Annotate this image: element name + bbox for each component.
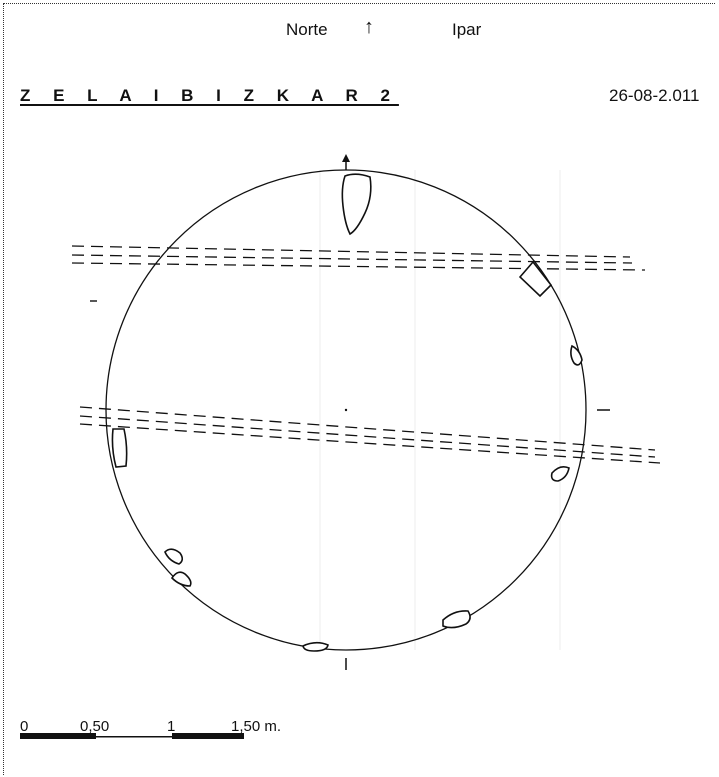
- stone-southeast: [442, 610, 471, 629]
- stone-southeast-small: [550, 466, 570, 482]
- upper-track-lines: [71, 245, 646, 271]
- ipar-label: Ipar: [452, 20, 482, 39]
- site-title: Z E L A I B I Z K A R 2: [20, 86, 399, 105]
- stone-south: [302, 641, 329, 652]
- stones: [111, 173, 583, 652]
- lower-track-lines: [79, 406, 661, 464]
- scan-lines: [319, 170, 561, 650]
- scale-label-0: 0: [20, 718, 29, 735]
- scale-segment-3: [172, 733, 244, 739]
- north-label: Norte: [286, 20, 328, 39]
- scale-label-150: 1,50 m.: [231, 718, 282, 735]
- north-arrow-icon: ↑: [364, 16, 374, 38]
- page-frame: [3, 3, 715, 775]
- stone-southwest-lower: [170, 571, 192, 587]
- scale-bar: [20, 733, 244, 739]
- scale-segment-1: [20, 733, 96, 739]
- stone-northeast: [518, 260, 553, 298]
- survey-date: 26-08-2.011: [609, 86, 700, 105]
- center-point: [344, 408, 348, 412]
- scale-segment-2: [96, 736, 172, 738]
- stone-west: [111, 428, 128, 468]
- scale-label-050: 0,50: [80, 718, 110, 735]
- stone-east: [570, 344, 583, 366]
- scale-label-1: 1: [167, 718, 176, 735]
- axis-tick-top: [342, 154, 350, 170]
- stone-north: [341, 173, 372, 236]
- stone-southwest-upper: [164, 548, 184, 565]
